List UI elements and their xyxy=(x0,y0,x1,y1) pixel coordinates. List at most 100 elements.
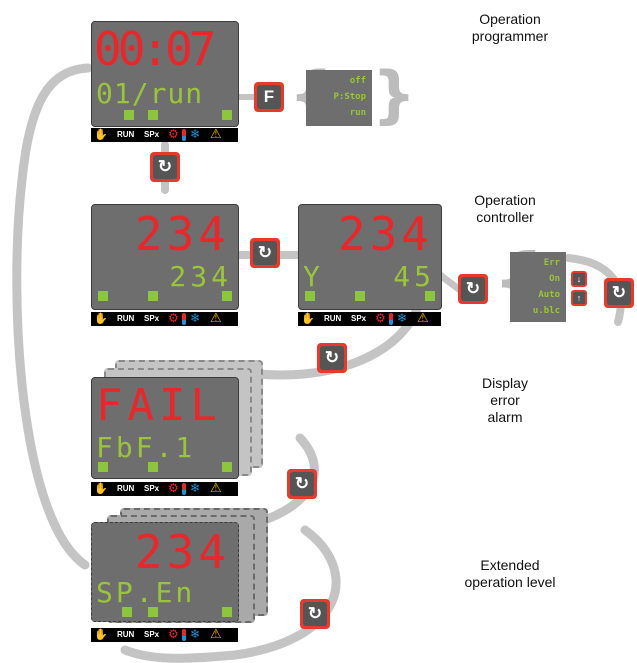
gear-icon: ⚙ xyxy=(168,481,179,495)
extended-self-loop xyxy=(120,525,341,663)
cycle-button-controller-a[interactable]: ↻ xyxy=(250,238,280,268)
extended-bottom-value: SP.En xyxy=(96,576,196,609)
arrow-down-key[interactable]: ↓ xyxy=(571,271,587,287)
arrow-down-icon: ↓ xyxy=(573,273,585,285)
led-2 xyxy=(355,291,365,301)
cycle-arrow-icon: ↻ xyxy=(320,346,344,370)
snowflake-icon: ❄ xyxy=(190,481,201,495)
snowflake-icon: ❄ xyxy=(190,311,201,325)
thermometer-icon xyxy=(182,313,186,325)
led-1 xyxy=(98,462,108,472)
controller-display-a: 234 234 xyxy=(91,204,239,310)
controller-b-bottom-right: 45 xyxy=(393,260,435,293)
led-3 xyxy=(425,291,435,301)
cycle-button-to-error[interactable]: ↻ xyxy=(317,343,347,373)
controller-menu-item[interactable]: u.blc xyxy=(532,306,560,316)
controller-a-top-value: 234 xyxy=(134,207,230,261)
led-2 xyxy=(148,110,158,120)
warning-icon: ⚠ xyxy=(210,480,222,495)
cycle-arrow-icon: ↻ xyxy=(290,472,314,496)
snowflake-icon: ❄ xyxy=(190,127,201,141)
gear-icon: ⚙ xyxy=(168,127,179,141)
run-label: RUN xyxy=(324,314,342,323)
snowflake-icon: ❄ xyxy=(190,627,201,641)
f-key[interactable]: F xyxy=(254,82,284,112)
programmer-top-value: 00:07 xyxy=(94,22,217,76)
error-display: FAIL FbF.1 xyxy=(91,377,239,479)
spx-label: SPx xyxy=(144,314,160,323)
thermometer-icon xyxy=(182,129,186,141)
led-3 xyxy=(222,110,232,120)
programmer-menu-item[interactable]: off xyxy=(349,76,366,86)
controller-b-status-bar: ✋ RUN SPx ⚙ ❄ ⚠ xyxy=(298,310,441,326)
hand-icon: ✋ xyxy=(301,313,315,325)
spx-label: SPx xyxy=(351,314,367,323)
warning-icon: ⚠ xyxy=(210,310,222,325)
label-display-error-alarm: Display error alarm xyxy=(482,375,528,425)
controller-menu: Err On Auto u.blc xyxy=(510,252,566,322)
led-3 xyxy=(222,291,232,301)
controller-menu-item[interactable]: Err xyxy=(543,258,560,268)
programmer-display: 00:07 01/run xyxy=(91,21,239,127)
cycle-arrow-icon: ↻ xyxy=(461,277,485,301)
cycle-button-programmer[interactable]: ↻ xyxy=(150,152,180,182)
led-2 xyxy=(148,462,158,472)
gear-icon: ⚙ xyxy=(168,627,179,641)
led-3 xyxy=(222,607,232,617)
led-2 xyxy=(148,291,158,301)
programmer-menu: off P:Stop run xyxy=(306,70,372,126)
f-key-label: F xyxy=(257,85,281,109)
extended-status-bar: ✋ RUN SPx ⚙ ❄ ⚠ xyxy=(91,626,238,642)
cycle-arrow-icon: ↻ xyxy=(153,155,177,179)
warning-icon: ⚠ xyxy=(417,310,429,325)
gear-icon: ⚙ xyxy=(375,311,386,325)
warning-icon: ⚠ xyxy=(210,626,222,641)
thermometer-icon xyxy=(389,313,393,325)
controller-a-status-bar: ✋ RUN SPx ⚙ ❄ ⚠ xyxy=(91,310,238,326)
hand-icon: ✋ xyxy=(94,483,108,495)
programmer-bottom-value: 01/run xyxy=(96,77,204,110)
error-status-bar: ✋ RUN SPx ⚙ ❄ ⚠ xyxy=(91,480,238,496)
spx-label: SPx xyxy=(144,130,160,139)
snowflake-icon: ❄ xyxy=(397,311,408,325)
run-label: RUN xyxy=(117,314,135,323)
led-1 xyxy=(305,291,315,301)
controller-menu-item[interactable]: Auto xyxy=(538,290,560,300)
label-operation-programmer: Operation programmer xyxy=(471,11,549,44)
led-1 xyxy=(124,110,134,120)
cycle-button-extended[interactable]: ↻ xyxy=(300,599,330,629)
cycle-button-to-extended[interactable]: ↻ xyxy=(287,469,317,499)
programmer-menu-brace-right: } xyxy=(372,58,417,131)
spx-label: SPx xyxy=(144,484,160,493)
warning-icon: ⚠ xyxy=(210,126,222,141)
cycle-button-controller-menu-return[interactable]: ↻ xyxy=(604,278,634,308)
arrow-up-key[interactable]: ↑ xyxy=(571,290,587,306)
controller-b-top-value: 234 xyxy=(337,207,433,261)
hand-icon: ✋ xyxy=(94,629,108,641)
programmer-menu-item[interactable]: run xyxy=(349,108,366,118)
cycle-arrow-icon: ↻ xyxy=(253,241,277,265)
led-1 xyxy=(98,291,108,301)
led-2 xyxy=(148,607,158,617)
error-top-value: FAIL xyxy=(96,380,222,431)
cycle-arrow-icon: ↻ xyxy=(607,281,631,305)
controller-menu-return xyxy=(564,254,625,326)
programmer-menu-item[interactable]: P:Stop xyxy=(333,92,366,102)
controller-b-bottom-left: Y xyxy=(303,260,320,293)
cycle-button-controller-menu[interactable]: ↻ xyxy=(458,274,488,304)
thermometer-icon xyxy=(182,629,186,641)
led-3 xyxy=(222,462,232,472)
label-extended-operation-level: Extended operation level xyxy=(464,557,556,590)
run-label: RUN xyxy=(117,130,135,139)
extended-display: 234 SP.En xyxy=(91,522,239,622)
outer-return-arc xyxy=(12,63,93,570)
error-bottom-value: FbF.1 xyxy=(96,431,196,464)
arrow-up-icon: ↑ xyxy=(573,292,585,304)
spx-label: SPx xyxy=(144,630,160,639)
cycle-arrow-icon: ↻ xyxy=(303,602,327,626)
controller-display-b: 234 Y 45 xyxy=(298,204,442,310)
label-operation-controller: Operation controller xyxy=(474,192,536,225)
hand-icon: ✋ xyxy=(94,313,108,325)
controller-menu-item[interactable]: On xyxy=(549,274,560,284)
